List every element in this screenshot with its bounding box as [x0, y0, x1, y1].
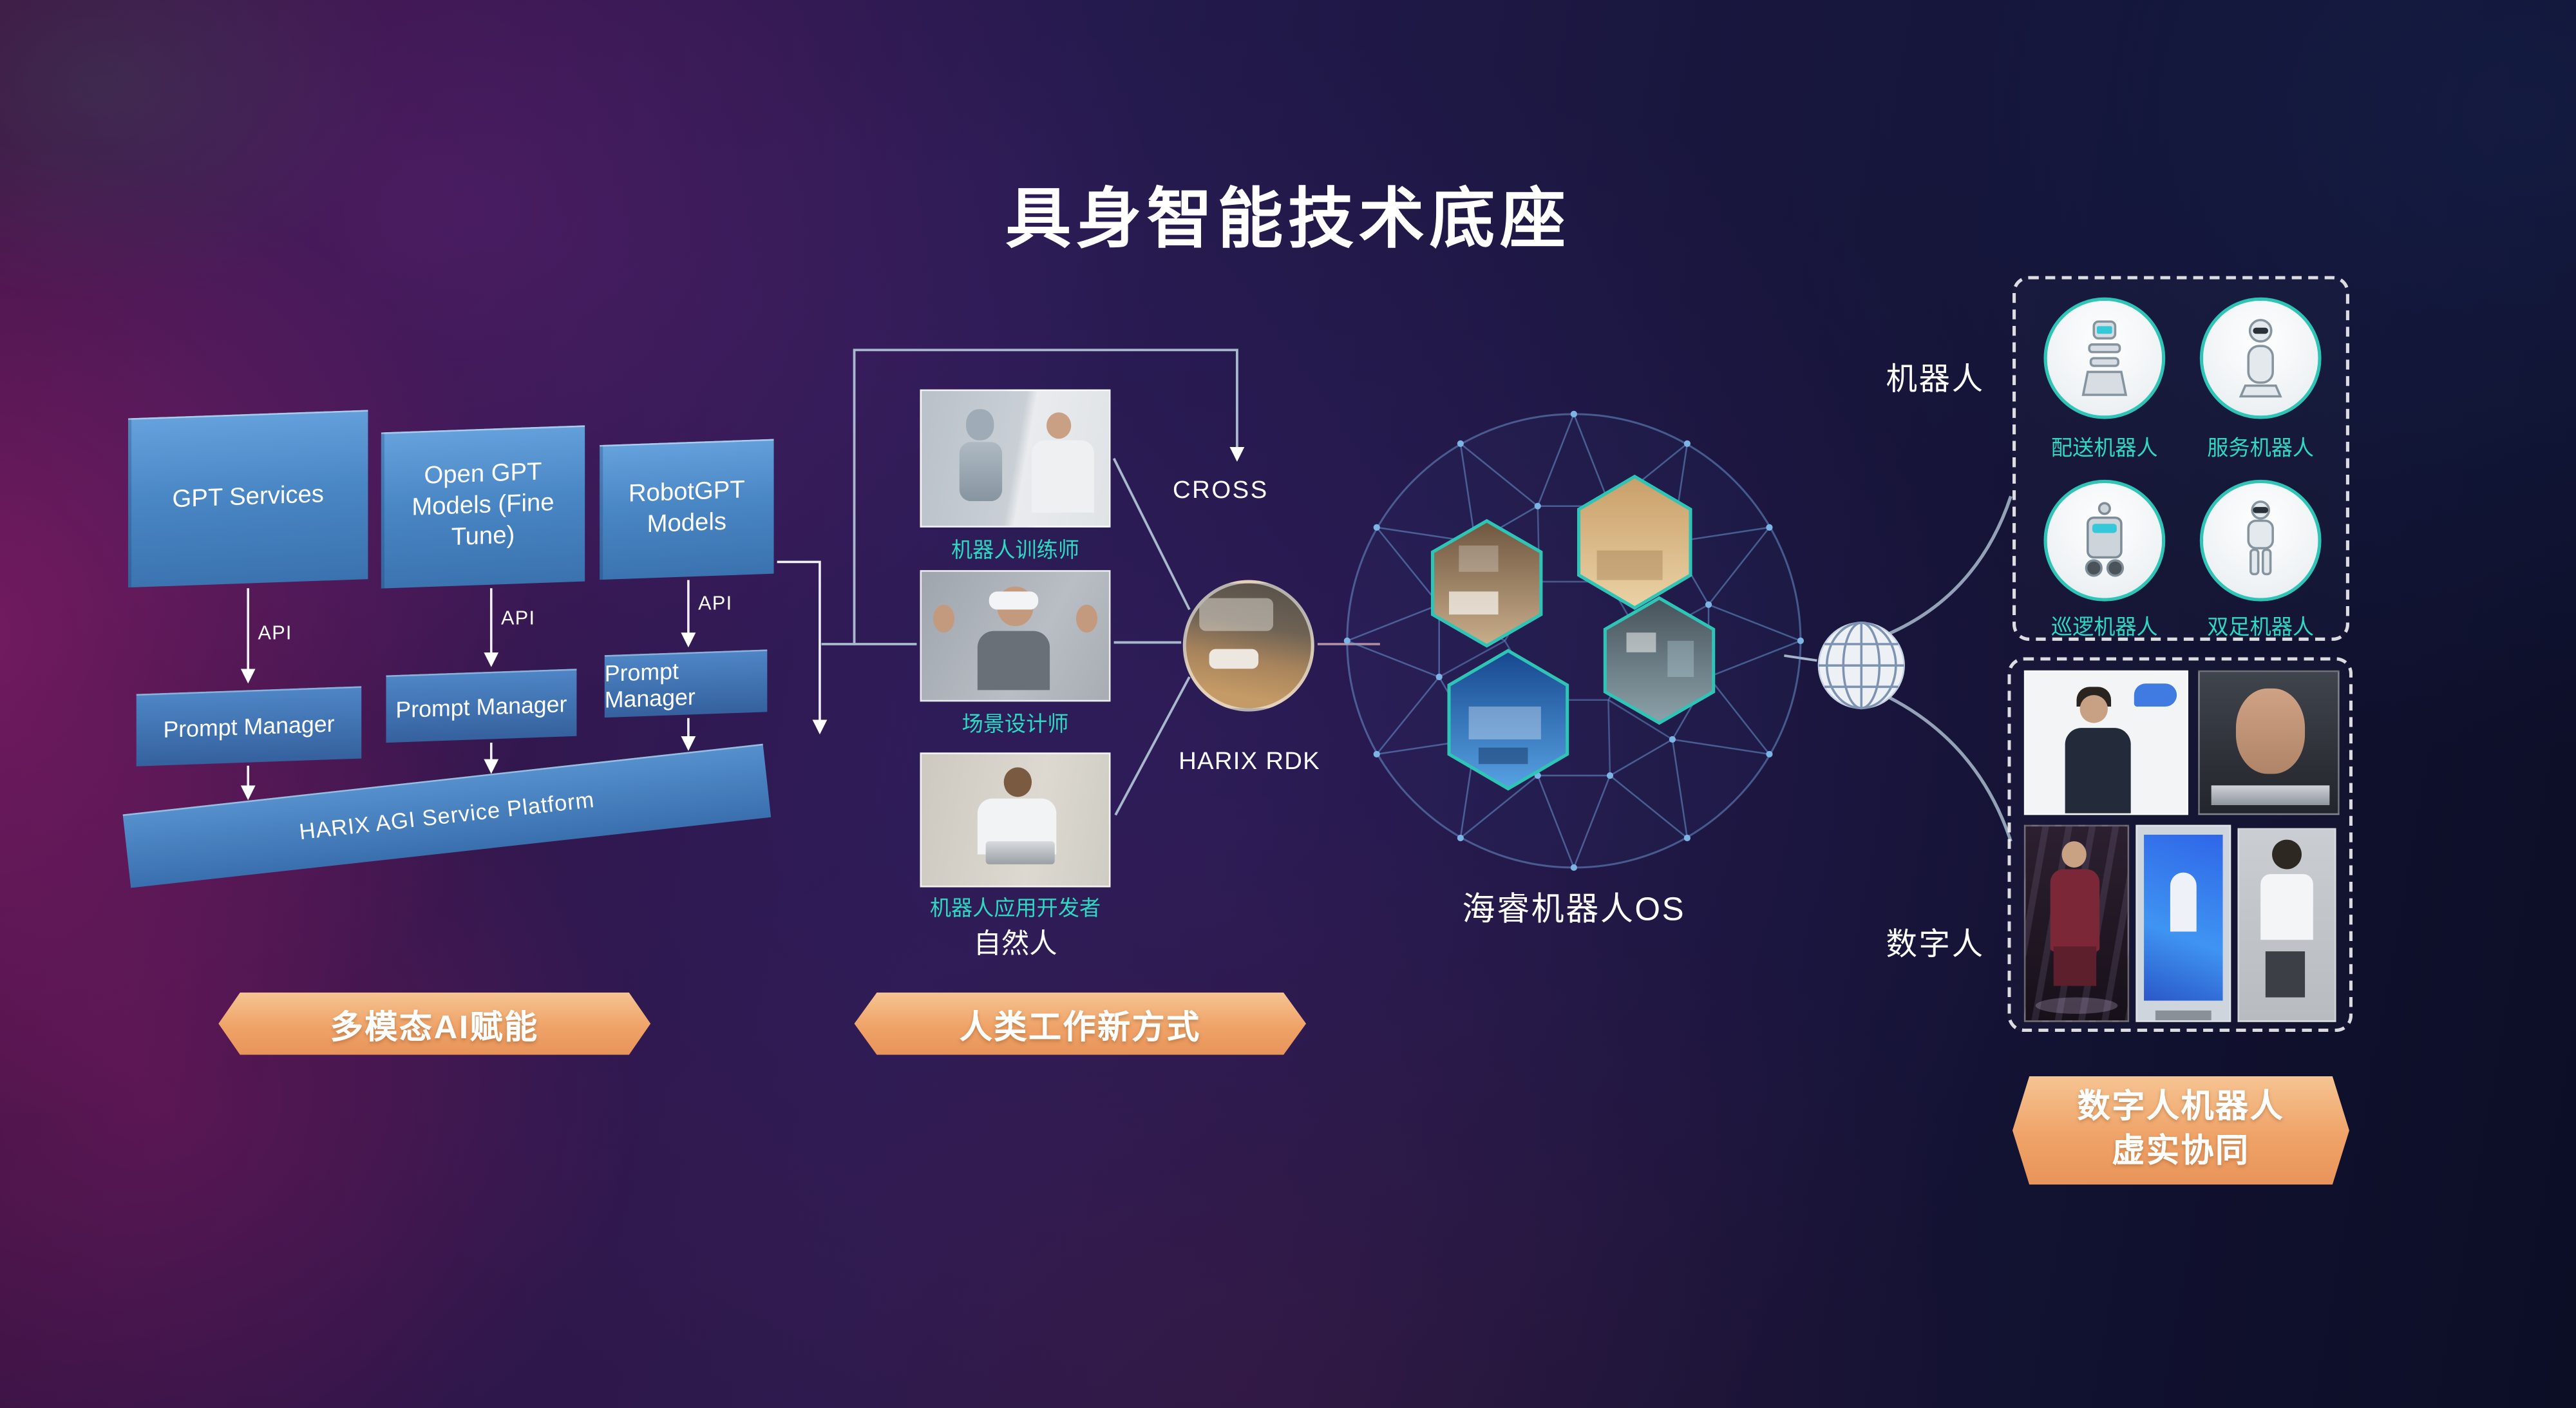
- photo-shape: [1031, 439, 1094, 512]
- photo-shape: [2080, 694, 2108, 723]
- patrol-robot-icon: [2085, 502, 2125, 577]
- delivery-robot-label: 配送机器人: [2050, 435, 2158, 461]
- banner-collab-line2: 虚实协同: [2112, 1134, 2250, 1170]
- prompt-manager-box-1: Prompt Manager: [136, 686, 362, 766]
- gpt-services-box: GPT Services: [128, 410, 368, 588]
- digital-face-image: [2198, 670, 2340, 815]
- photo-shape: [1076, 605, 1098, 633]
- api-label-1: API: [258, 621, 292, 644]
- digital-hostess-image: [2023, 824, 2130, 1022]
- banner-new-way-of-work: 人类工作新方式: [854, 992, 1307, 1055]
- photo-shape: [2235, 689, 2305, 775]
- robotgpt-models-label: RobotGPT Models: [628, 476, 745, 539]
- scene-designer-photo: [920, 570, 1111, 702]
- prompt-manager-label-2: Prompt Manager: [395, 689, 567, 722]
- open-gpt-models-label: Open GPT Models (Fine Tune): [412, 459, 554, 551]
- photo-shape: [2271, 839, 2302, 869]
- banner-new-way-of-work-label: 人类工作新方式: [959, 1009, 1201, 1046]
- cross-label: CROSS: [1172, 476, 1269, 505]
- robot-trainer-label: 机器人训练师: [951, 537, 1080, 562]
- page-title: 具身智能技术底座: [1005, 184, 1571, 256]
- photo-shape: [985, 841, 1055, 864]
- biped-robot-label: 双足机器人: [2207, 614, 2315, 640]
- photo-shape: [1208, 648, 1258, 669]
- prompt-manager-label-3: Prompt Manager: [604, 657, 696, 713]
- robots-group-label: 机器人: [1886, 363, 1985, 398]
- biped-robot-icon: [2247, 500, 2274, 576]
- photo-shape: [2155, 1010, 2211, 1021]
- network-sphere: [1343, 410, 1804, 871]
- harix-rdk-scene-circle: [1182, 580, 1314, 712]
- photo-shape: [966, 410, 995, 441]
- prompt-manager-label-1: Prompt Manager: [163, 710, 335, 743]
- scene-designer-label: 场景设计师: [961, 711, 1069, 736]
- delivery-robot-icon: [2081, 320, 2128, 396]
- banner-multimodal-ai-label: 多模态AI赋能: [330, 1009, 539, 1046]
- robot-app-developer-label: 机器人应用开发者: [929, 895, 1101, 920]
- photo-shape: [2264, 951, 2305, 998]
- banner-multimodal-ai: 多模态AI赋能: [218, 992, 651, 1055]
- robot-app-developer-photo: [920, 752, 1111, 888]
- service-robot-icon: [2239, 319, 2282, 398]
- photo-shape: [1046, 412, 1072, 439]
- photo-shape: [2062, 842, 2087, 869]
- api-label-2: API: [501, 606, 536, 630]
- digital-kiosk-image: [2136, 824, 2231, 1022]
- scene-hexagon-wood-floor: [1577, 474, 1692, 610]
- photo-shape: [1198, 598, 1274, 631]
- photo-shape: [989, 592, 1039, 611]
- robots-panel: [2012, 276, 2349, 641]
- patrol-robot-label: 巡逻机器人: [2050, 614, 2158, 640]
- natural-human-group-label: 自然人: [973, 928, 1057, 960]
- photo-shape: [933, 605, 954, 633]
- digital-presenter-image: [2023, 670, 2188, 815]
- biped-robot-image: [2199, 479, 2322, 602]
- robot-trainer-photo: [920, 389, 1111, 528]
- harix-agi-platform-bar: HARIX AGI Service Platform: [122, 743, 772, 888]
- delivery-robot-image: [2043, 297, 2166, 419]
- harix-agi-platform-label: HARIX AGI Service Platform: [298, 787, 596, 844]
- photo-shape: [2053, 946, 2096, 987]
- photo-shape: [1004, 767, 1032, 797]
- service-robot-image: [2199, 297, 2322, 419]
- digital-girl-image: [2237, 828, 2336, 1022]
- digital-humans-panel: [2007, 657, 2353, 1032]
- globe-icon: [1817, 622, 1905, 710]
- photo-shape: [2134, 683, 2177, 707]
- photo-shape: [2210, 785, 2329, 805]
- photo-shape: [2260, 873, 2313, 940]
- patrol-robot-image: [2043, 479, 2166, 602]
- prompt-manager-box-3: Prompt Manager: [604, 649, 768, 718]
- harix-os-label: 海睿机器人OS: [1462, 892, 1686, 929]
- harix-rdk-label: HARIX RDK: [1179, 747, 1320, 776]
- robotgpt-models-box: RobotGPT Models: [600, 439, 774, 580]
- scene-hexagon-industrial: [1447, 649, 1569, 791]
- photo-shape: [978, 631, 1050, 690]
- open-gpt-models-box: Open GPT Models (Fine Tune): [381, 425, 585, 589]
- photo-shape: [2036, 998, 2117, 1015]
- api-label-3: API: [698, 591, 733, 615]
- banner-collab-line1: 数字人机器人: [2077, 1089, 2285, 1126]
- digital-human-group-label: 数字人: [1886, 928, 1985, 963]
- banner-virtual-real-collaboration: 数字人机器人 虚实协同: [2012, 1076, 2349, 1185]
- service-robot-label: 服务机器人: [2207, 435, 2315, 461]
- photo-shape: [2050, 869, 2099, 951]
- photo-shape: [2170, 873, 2197, 933]
- scene-hexagon-studio: [1603, 596, 1716, 725]
- photo-shape: [2064, 728, 2130, 813]
- gpt-services-label: GPT Services: [172, 480, 324, 514]
- photo-shape: [959, 442, 1002, 502]
- prompt-manager-box-2: Prompt Manager: [386, 669, 577, 743]
